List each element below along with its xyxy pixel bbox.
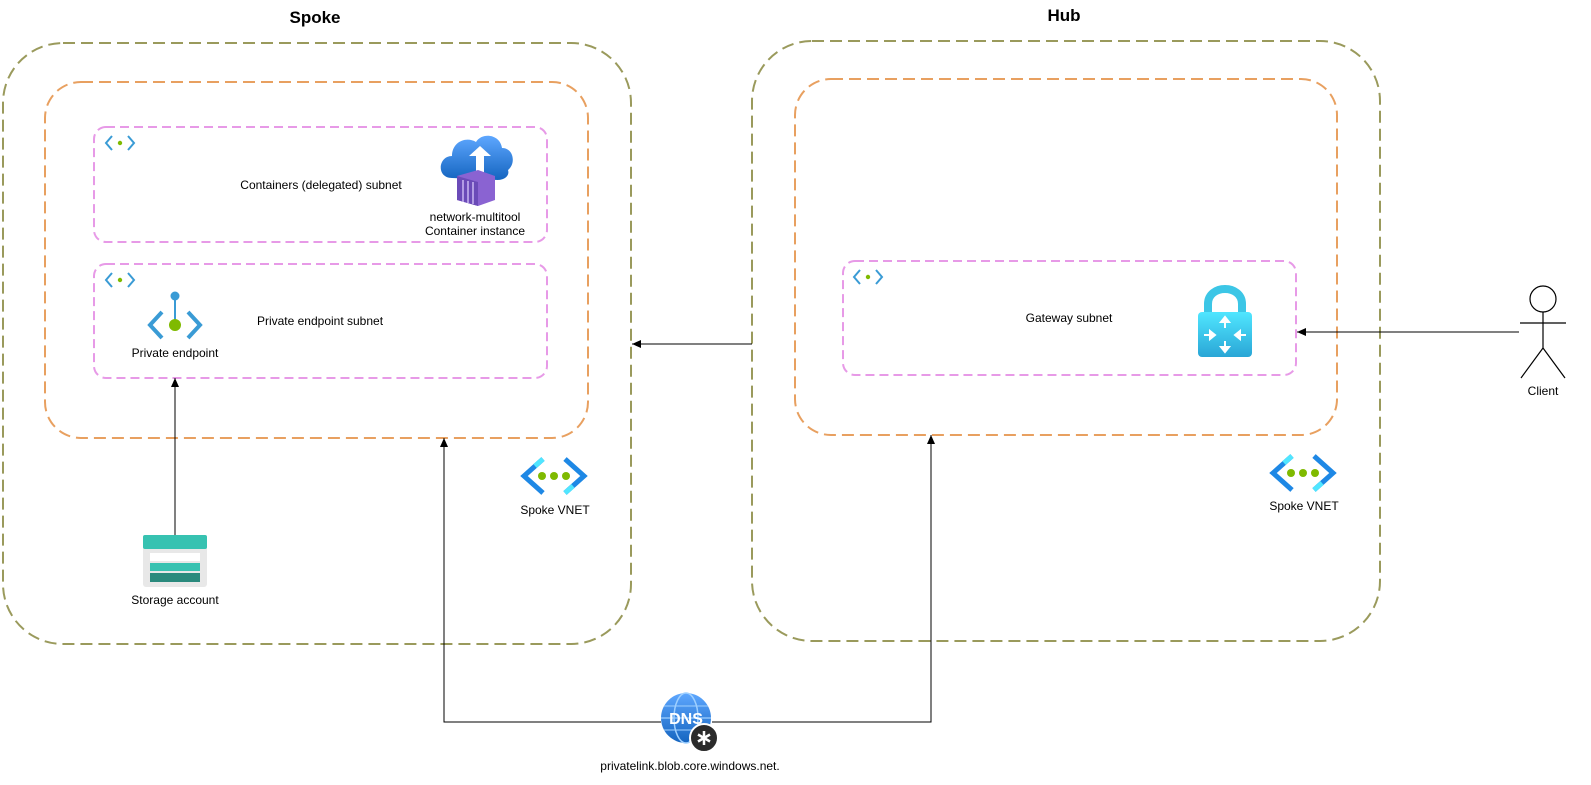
containers-subnet-label: Containers (delegated) subnet [240,178,402,192]
storage-account-label: Storage account [131,593,219,607]
hub-zone-boundary [794,78,1338,436]
containers-subnet [93,126,548,243]
hub-title: Hub [1047,6,1080,25]
spoke-title: Spoke [289,8,340,27]
private-dns-zone-icon: DNS [661,692,719,753]
container-instance-label-line2: Container instance [425,224,525,238]
dns-zone-label: privatelink.blob.core.windows.net. [600,759,779,773]
client-label: Client [1528,384,1559,398]
storage-account-icon [143,535,207,587]
spoke-vnet-boundary [2,42,632,645]
hub-vnet-label: Spoke VNET [1269,499,1339,513]
vpn-gateway-icon [1198,285,1252,357]
spoke-zone-boundary [44,81,589,439]
dns-to-hub-link-arrow [712,435,935,723]
private-endpoint-icon [147,291,203,340]
hub-vnet-boundary [751,40,1381,642]
vnet-icon [520,457,588,495]
subnet-icon [104,272,136,288]
dns-icon-text: DNS [669,711,703,728]
spoke-vnet-label: Spoke VNET [520,503,590,517]
private-endpoint-subnet [93,263,548,379]
private-endpoint-label: Private endpoint [132,346,219,360]
subnet-icon [852,269,884,285]
gateway-subnet-label: Gateway subnet [1026,311,1113,325]
private-endpoint-subnet-label: Private endpoint subnet [257,314,384,328]
subnet-icon [104,135,136,151]
container-instance-label-line1: network-multitool [430,210,521,224]
vnet-icon [1269,454,1337,492]
gateway-subnet [842,260,1297,376]
user-actor-icon [1520,285,1566,379]
container-instance-icon [440,135,513,206]
dns-to-spoke-link-arrow [440,438,661,723]
